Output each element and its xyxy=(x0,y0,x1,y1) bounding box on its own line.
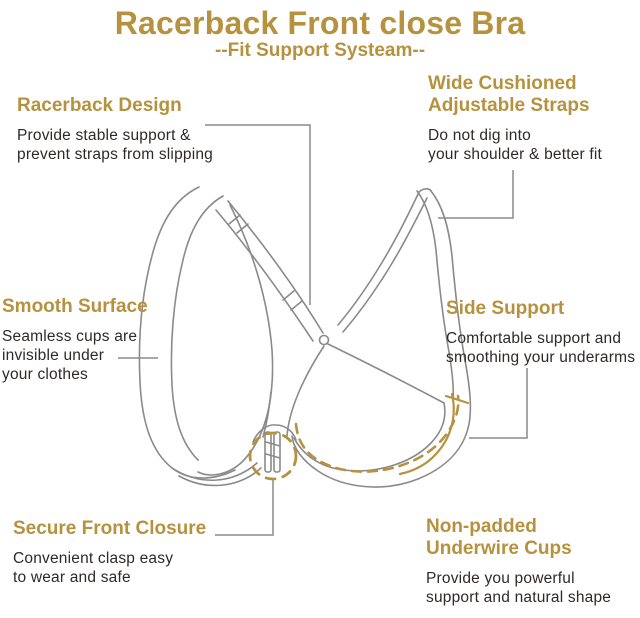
callout-line-straps xyxy=(438,170,514,219)
callout-front-closure: Secure Front Closure Convenient clasp ea… xyxy=(13,518,243,587)
right-strap-cap xyxy=(418,188,432,193)
front-clasp xyxy=(264,431,281,473)
cross-strap-bottom xyxy=(215,209,314,342)
left-strap-inner xyxy=(170,195,224,461)
callout-wide-straps: Wide Cushioned Adjustable Straps Do not … xyxy=(428,73,638,164)
callout-body: Provide stable support & prevent straps … xyxy=(17,127,213,163)
bra-outline xyxy=(138,186,472,488)
strap-ring xyxy=(318,334,330,346)
right-cross-strap-a xyxy=(337,191,420,326)
strap-adjuster-rung xyxy=(282,290,295,301)
callout-body: Comfortable support and smoothing your u… xyxy=(446,330,636,366)
side-panel-gold-cap xyxy=(444,394,470,405)
callout-heading: Smooth Surface xyxy=(2,296,148,317)
callout-smooth-surface: Smooth Surface Seamless cups are invisib… xyxy=(2,296,152,384)
right-cross-strap-b xyxy=(342,197,428,333)
callout-side-support: Side Support Comfortable support and smo… xyxy=(446,298,640,367)
cross-strap-top xyxy=(227,200,324,334)
strap-adjuster-rung xyxy=(290,300,303,311)
callout-line-closure xyxy=(215,480,274,536)
callout-heading: Non-padded Underwire Cups xyxy=(426,516,572,559)
callout-racerback-design: Racerback Design Provide stable support … xyxy=(17,95,247,164)
strap-adjuster-rung xyxy=(228,214,241,225)
callout-body: Convenient clasp easy to wear and safe xyxy=(13,550,174,586)
right-outer-edge xyxy=(291,190,472,488)
callout-heading: Racerback Design xyxy=(17,95,182,116)
page-subtitle: --Fit Support Systeam-- xyxy=(214,40,426,61)
right-cup-left-edge xyxy=(286,345,325,437)
clasp-highlight-circle xyxy=(248,431,298,481)
callout-heading: Side Support xyxy=(446,298,565,319)
left-cup-edge xyxy=(197,204,274,476)
center-gore-left xyxy=(262,391,272,438)
underwire-dashed-highlight xyxy=(294,394,460,473)
left-band-inner xyxy=(178,467,262,487)
side-panel-gold-line xyxy=(398,392,455,476)
left-band-outer xyxy=(171,462,258,481)
left-strap-outer xyxy=(138,186,236,479)
callout-underwire-cups: Non-padded Underwire Cups Provide you po… xyxy=(426,516,640,607)
callout-body: Seamless cups are invisible under your c… xyxy=(2,328,138,383)
right-cup-top-edge xyxy=(327,343,445,404)
callout-line-racerback xyxy=(205,124,311,305)
strap-adjuster-rung xyxy=(236,223,249,234)
callout-body: Do not dig into your shoulder & better f… xyxy=(428,127,603,163)
right-inner-edge xyxy=(416,190,455,401)
right-cup-bottom-edge xyxy=(293,402,446,472)
gold-highlights xyxy=(248,392,470,481)
callout-heading: Secure Front Closure xyxy=(13,518,207,539)
callout-body: Provide you powerful support and natural… xyxy=(426,570,612,606)
callout-line-side xyxy=(469,368,528,439)
center-gore-bridge xyxy=(252,424,297,443)
callout-lines xyxy=(118,124,528,536)
page-title: Racerback Front close Bra xyxy=(114,5,526,41)
callout-heading: Wide Cushioned Adjustable Straps xyxy=(428,73,590,116)
